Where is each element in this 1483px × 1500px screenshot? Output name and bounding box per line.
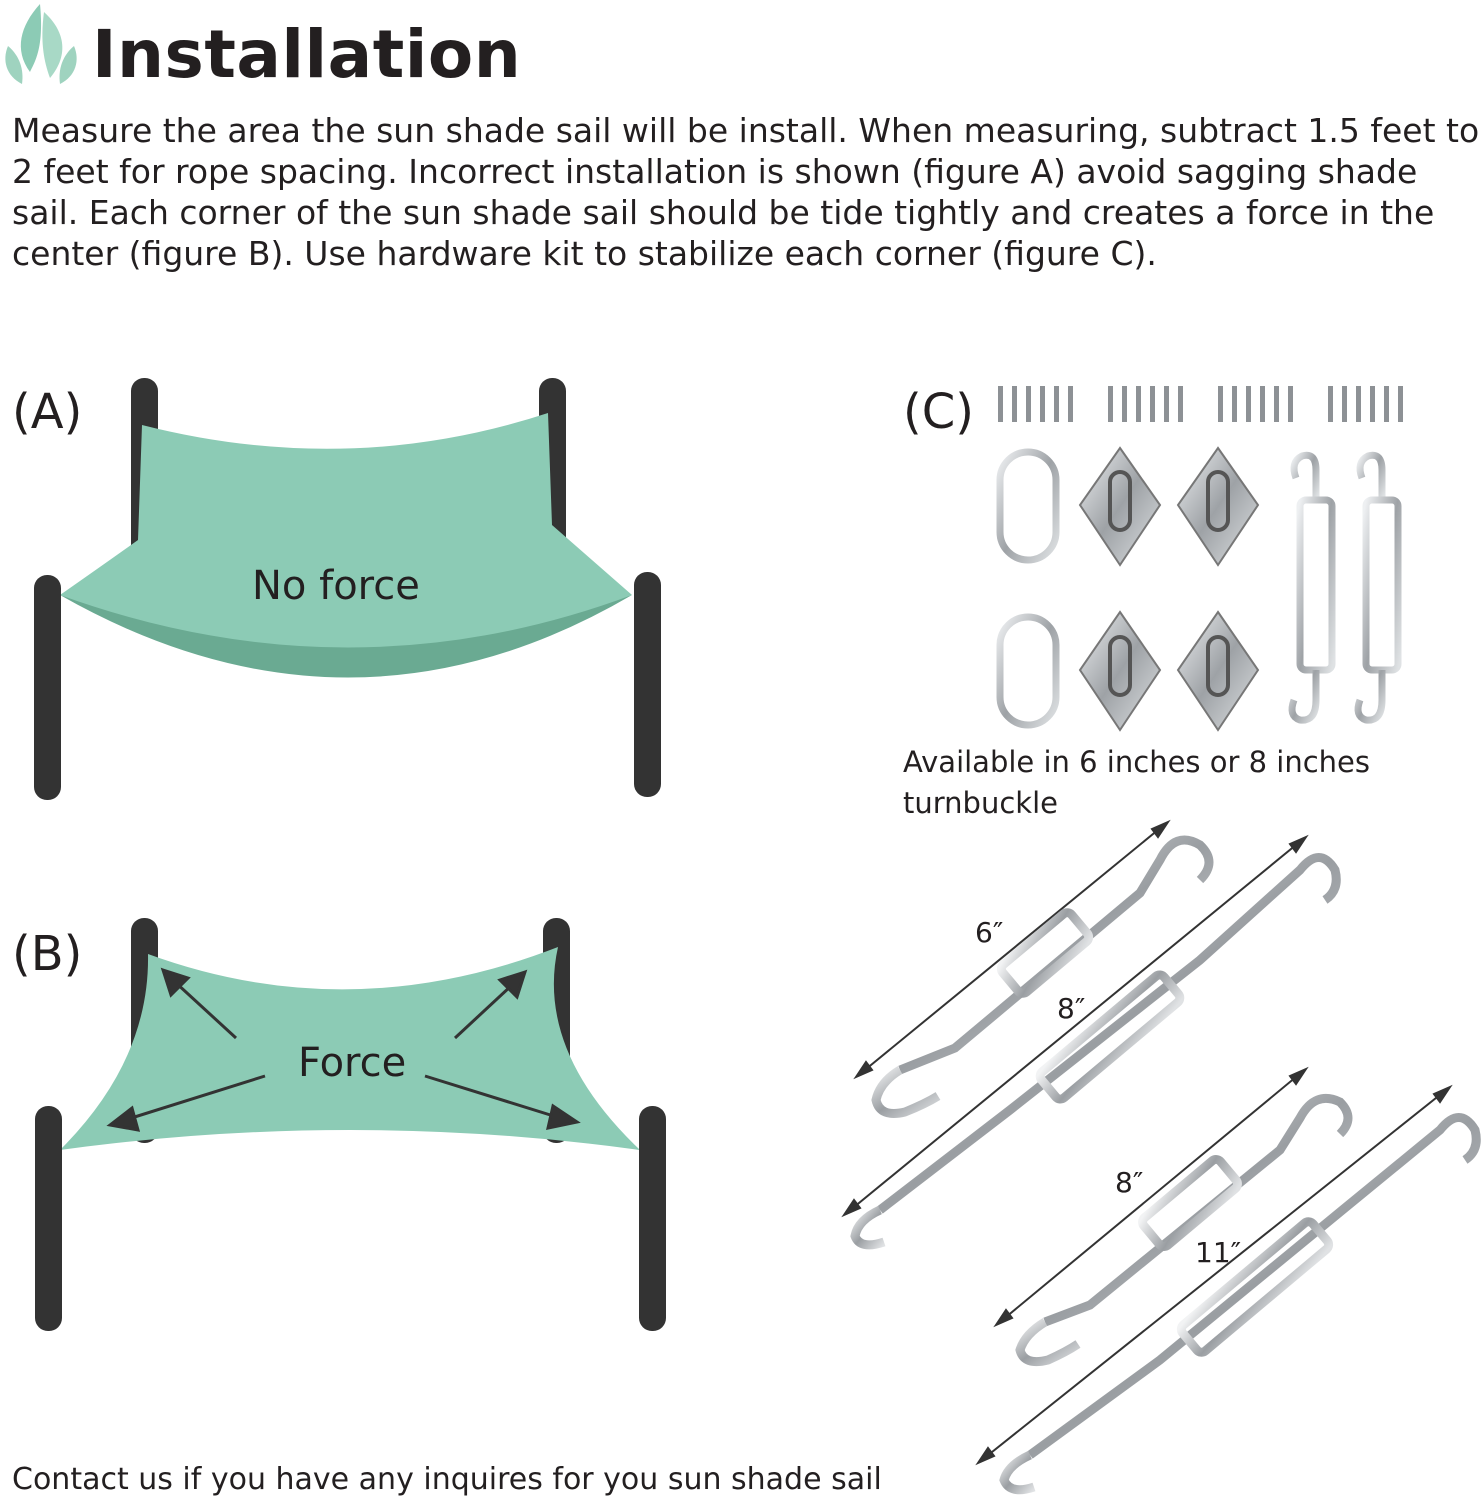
turnbuckle-8in-small-icon	[1015, 1094, 1353, 1367]
page-title: Installation	[92, 16, 522, 93]
force-label: Force	[298, 1040, 407, 1086]
carabiner-icon	[996, 448, 1060, 729]
dimension-8in-label: 8″	[1057, 992, 1086, 1025]
no-force-label: No force	[252, 563, 420, 609]
turnbuckle-sizes	[841, 819, 1481, 1495]
post-front-left	[34, 575, 61, 800]
force-arrow-top-left	[173, 980, 238, 1040]
post-front-right	[639, 1106, 666, 1331]
force-arrow-bottom-right	[424, 1074, 561, 1120]
dimension-8in-label-2: 8″	[1115, 1166, 1144, 1199]
availability-note: Available in 6 inches or 8 inches turnbu…	[903, 745, 1371, 820]
turnbuckle-8in-icon	[850, 853, 1341, 1250]
figure-c-label: (C)	[903, 384, 974, 440]
pad-eye-plate-icon	[1078, 446, 1260, 732]
dimension-6in-label: 6″	[975, 916, 1004, 949]
intro-paragraph: Measure the area the sun shade sail will…	[12, 111, 1480, 273]
contact-note: Contact us if you have any inquires for …	[12, 1462, 882, 1497]
figure-a-label: (A)	[12, 384, 83, 440]
post-front-right	[634, 572, 661, 797]
turnbuckle-6in-icon	[871, 835, 1214, 1118]
sail-shadow	[60, 595, 632, 678]
turnbuckle-small-icon	[1288, 451, 1402, 724]
figure-a-sagging-sail	[34, 378, 661, 800]
leaf-logo-icon	[5, 4, 77, 84]
turnbuckle-11in-icon	[999, 1113, 1481, 1495]
dimension-lines	[841, 819, 1453, 1466]
dimension-11in-label: 11″	[1195, 1236, 1242, 1269]
figure-b-tensioned-sail	[35, 918, 666, 1331]
force-arrow-top-right	[453, 983, 514, 1040]
force-arrow-bottom-left	[124, 1074, 266, 1122]
hardware-kit	[996, 386, 1403, 732]
figure-b-label: (B)	[12, 926, 83, 982]
screws-icon	[998, 386, 1403, 422]
post-front-left	[35, 1106, 62, 1331]
sail	[60, 413, 632, 648]
